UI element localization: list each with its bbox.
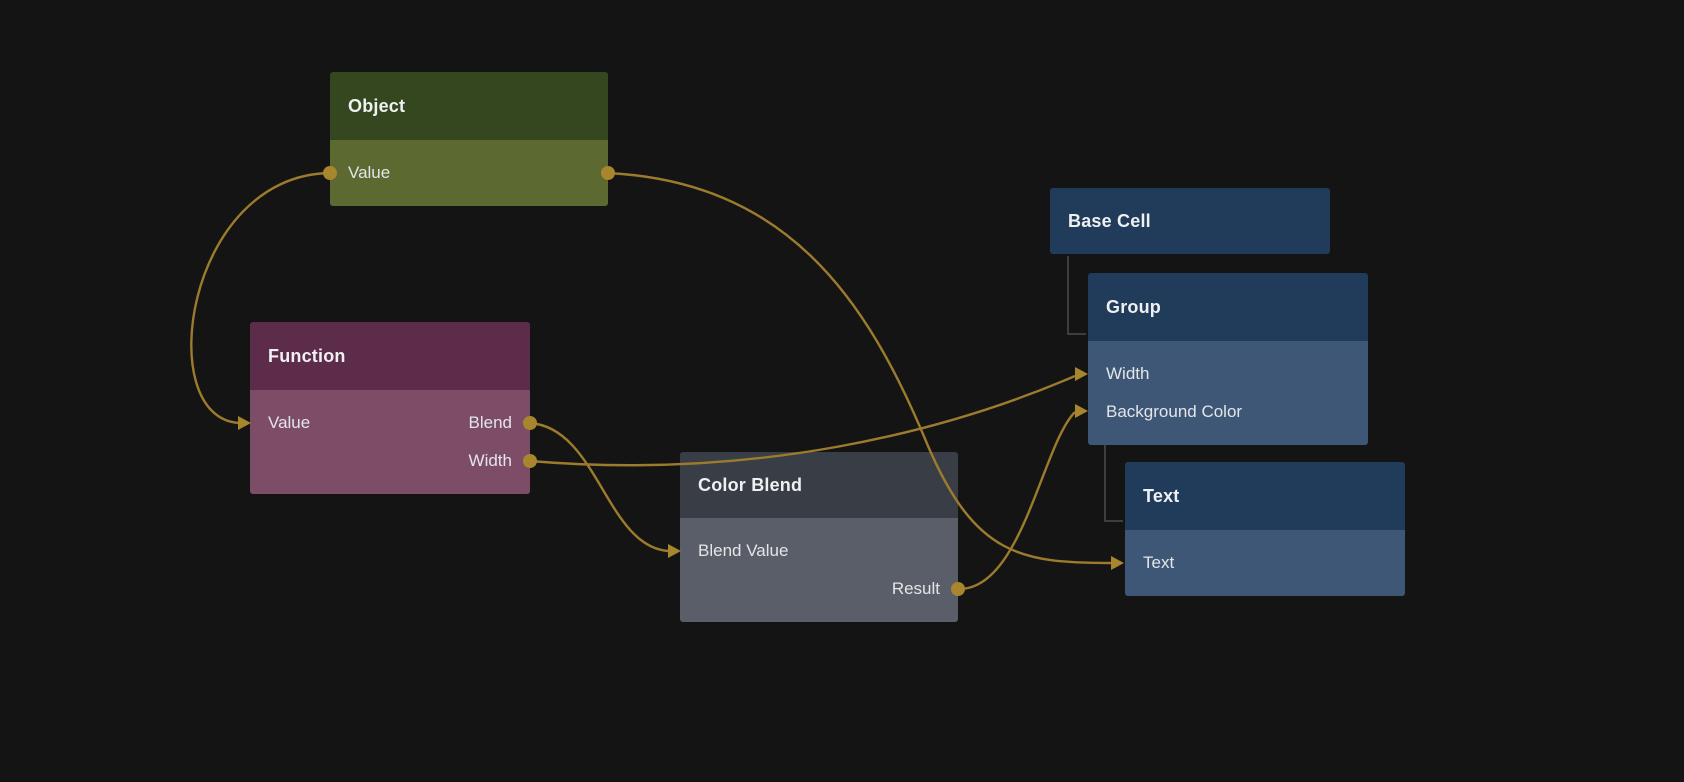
node-header-function[interactable]: Function	[250, 322, 530, 390]
node-title: Color Blend	[698, 474, 803, 495]
node-header-object[interactable]: Object	[330, 72, 608, 140]
node-title: Text	[1143, 485, 1180, 506]
node-row: Width	[250, 442, 530, 480]
node-title: Object	[348, 95, 406, 116]
hierarchy-link-base-cell-to-group	[1067, 256, 1086, 335]
port-label-left: Value	[348, 163, 391, 182]
port-label-left: Width	[1106, 364, 1150, 383]
port-label-right: Blend	[468, 413, 512, 432]
wire-function-blend-to-color-blend-blend-value[interactable]	[529, 421, 669, 553]
node-header-base-cell[interactable]: Base Cell	[1050, 188, 1330, 254]
node-body: Text	[1125, 530, 1405, 596]
node-row: Value Blend	[250, 404, 530, 442]
node-row: Background Color	[1088, 393, 1368, 431]
hierarchy-link-group-to-text	[1104, 445, 1123, 522]
node-header-color-blend[interactable]: Color Blend	[680, 452, 958, 518]
port-label-left: Value	[268, 413, 311, 432]
node-title: Base Cell	[1068, 210, 1151, 231]
port-label-left: Blend Value	[698, 541, 789, 560]
node-base-cell[interactable]: Base Cell	[1050, 188, 1330, 254]
node-row: Text	[1125, 544, 1405, 582]
node-header-group[interactable]: Group	[1088, 273, 1368, 341]
node-title: Function	[268, 345, 346, 366]
node-header-text[interactable]: Text	[1125, 462, 1405, 530]
node-row: Value	[330, 154, 608, 192]
port-label-left: Text	[1143, 553, 1175, 572]
node-body: Value	[330, 140, 608, 206]
wire-arrowhead-icon	[1075, 404, 1088, 418]
node-title: Group	[1106, 296, 1161, 317]
node-row: Result	[680, 570, 958, 608]
port-label-right: Result	[891, 579, 940, 598]
wire-arrowhead-icon	[1111, 556, 1124, 570]
port-label-right: Width	[468, 451, 512, 470]
wire-color-blend-result-to-group-background-color[interactable]	[957, 411, 1076, 591]
node-row: Width	[1088, 355, 1368, 393]
node-row: Blend Value	[680, 532, 958, 570]
wire-arrowhead-icon	[1075, 367, 1088, 381]
port-label-left: Background Color	[1106, 402, 1243, 421]
